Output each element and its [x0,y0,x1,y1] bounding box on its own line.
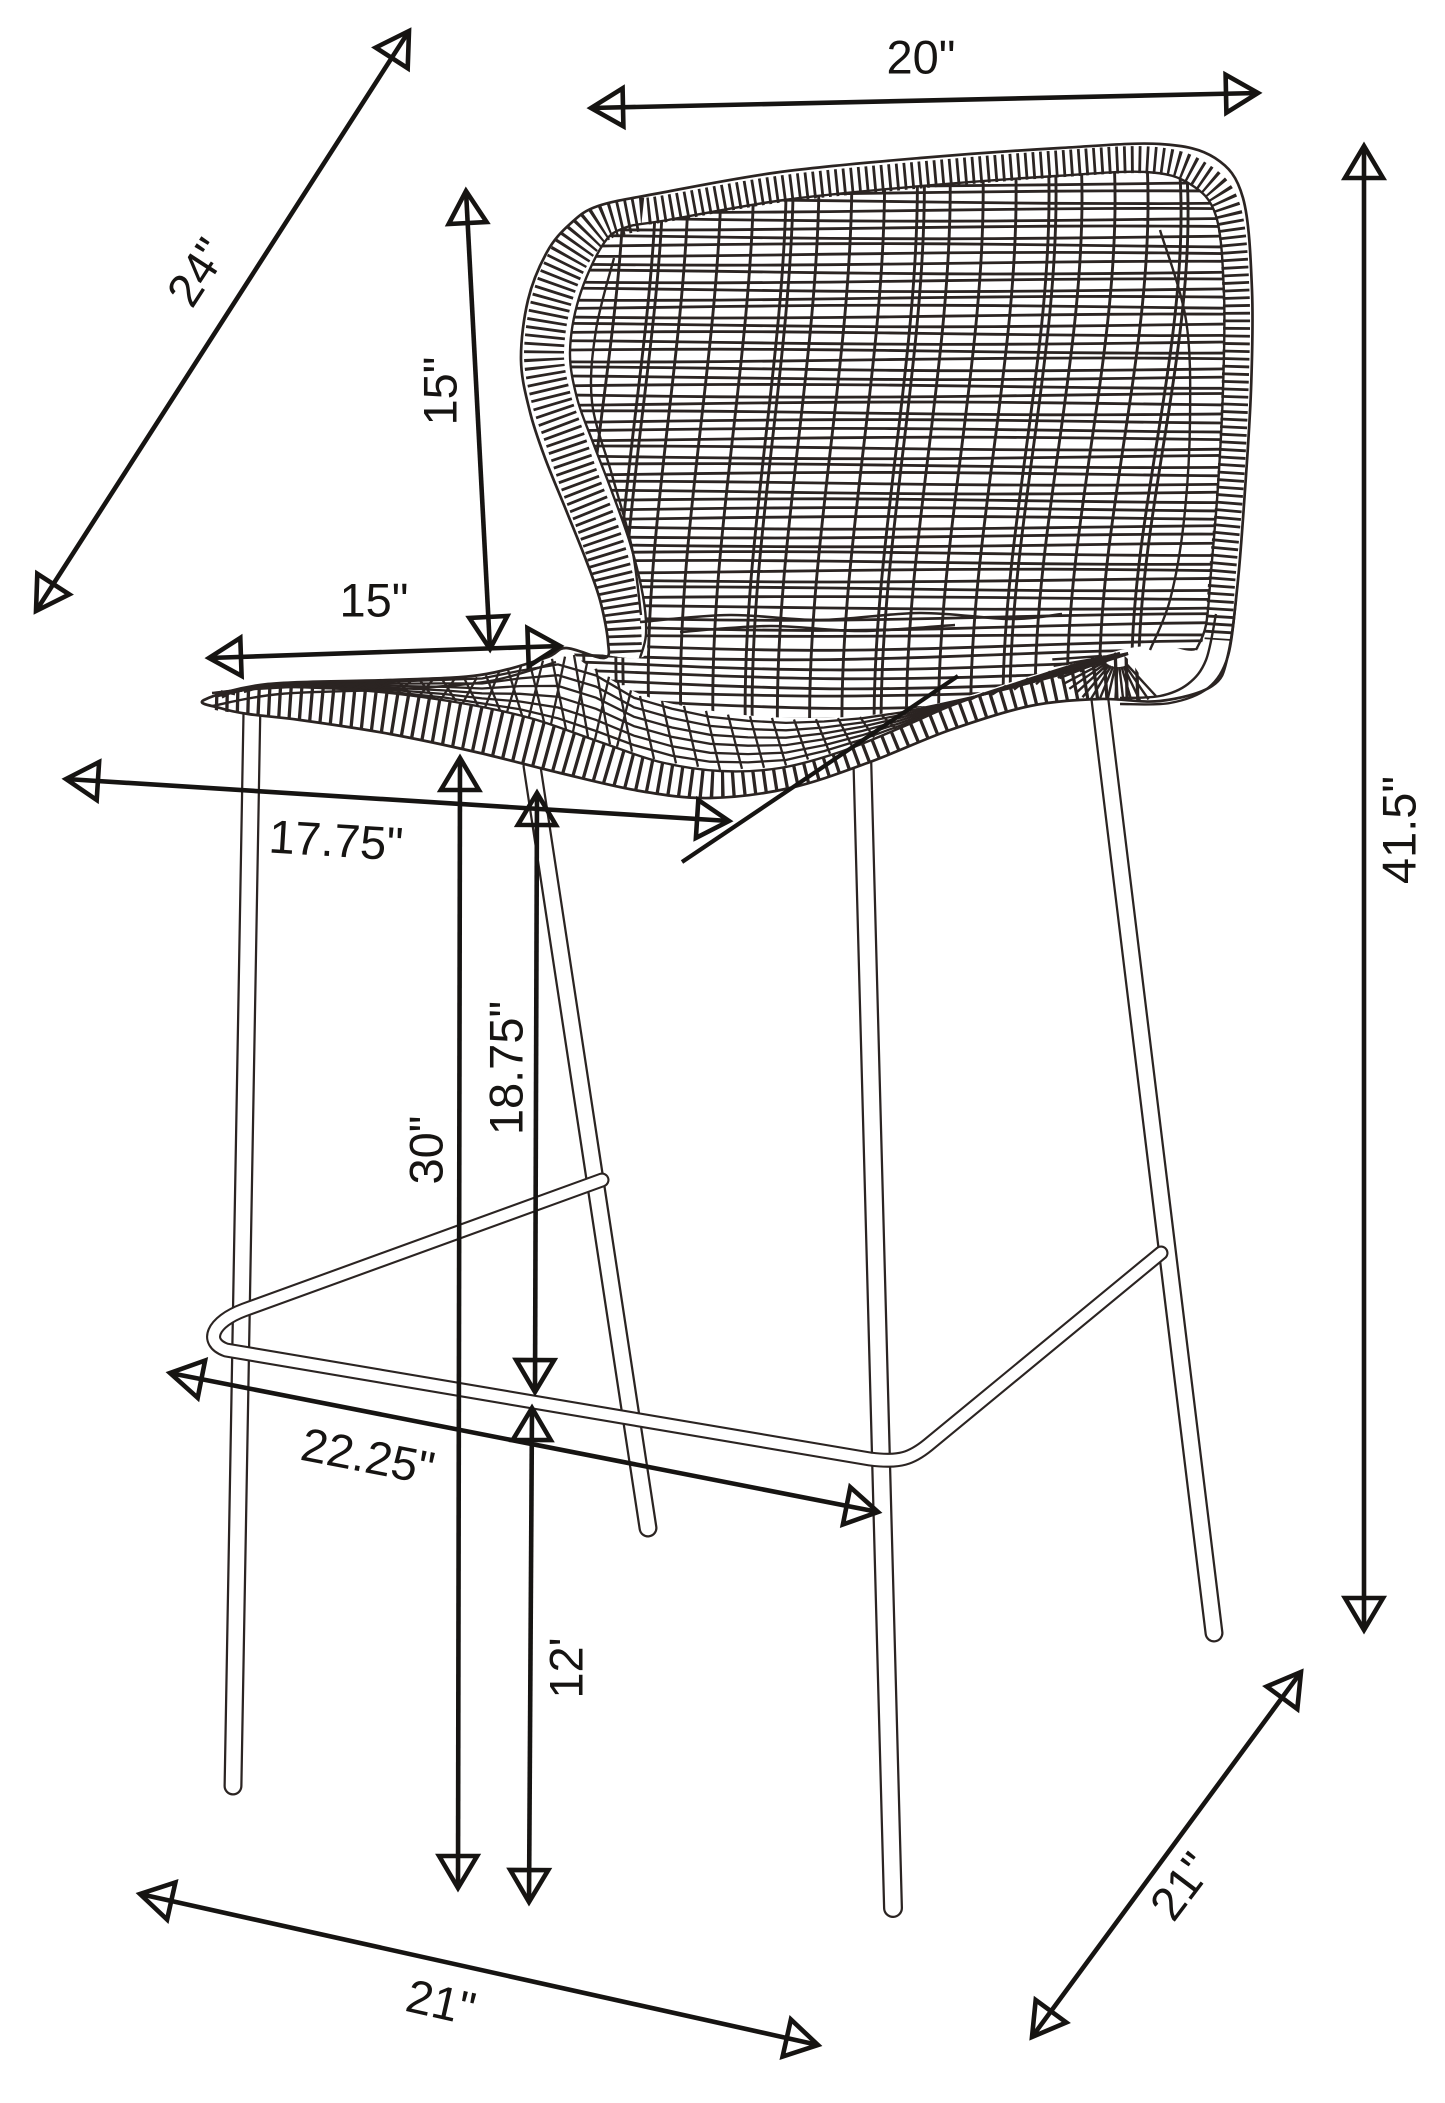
svg-text:30": 30" [400,1116,453,1185]
svg-text:15": 15" [340,574,409,627]
svg-text:15": 15" [414,357,467,426]
svg-text:12': 12' [540,1637,593,1698]
svg-text:17.75": 17.75" [267,809,404,870]
svg-text:18.75": 18.75" [480,1001,533,1135]
svg-text:41.5": 41.5" [1373,776,1426,884]
svg-text:20": 20" [887,31,956,84]
